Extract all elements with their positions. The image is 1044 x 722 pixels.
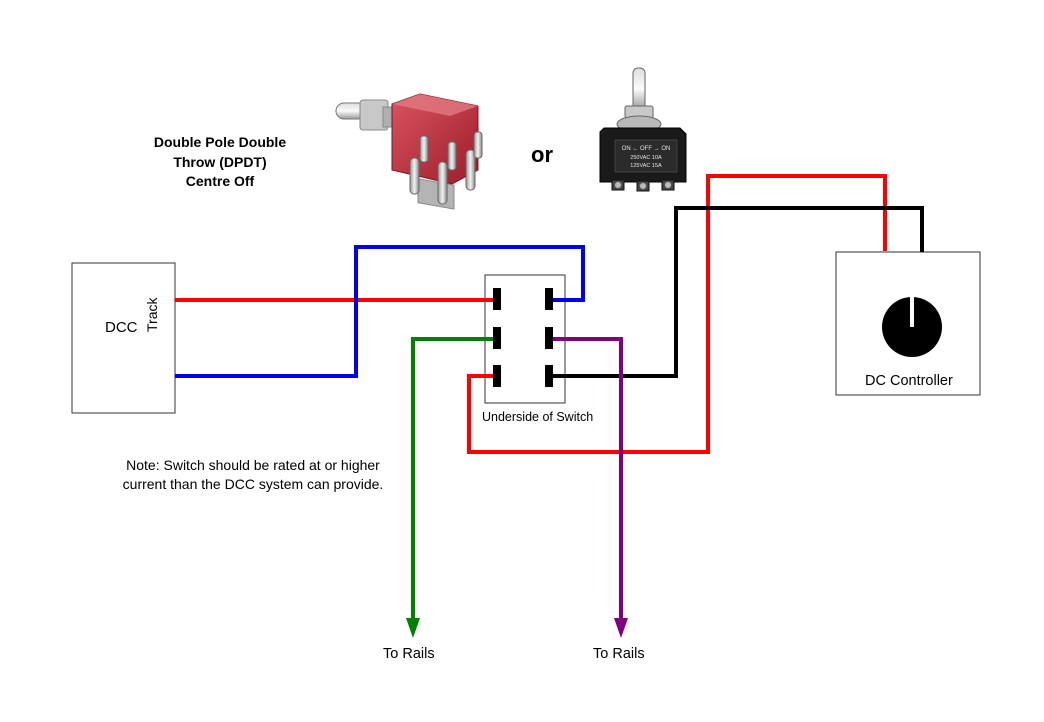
arrow-purple-output: [614, 618, 628, 638]
dc-controller-label: DC Controller: [865, 373, 953, 389]
switch-pin-middle-right: [545, 327, 553, 349]
switch-pin-middle-left: [493, 327, 501, 349]
mini-toggle-pins: [409, 131, 483, 205]
switch-pin-top-left: [493, 288, 501, 310]
to-rails-right-label: To Rails: [593, 646, 645, 662]
rating-note: Note: Switch should be rated at or highe…: [122, 457, 384, 492]
dcc-label: DCC: [105, 319, 138, 336]
switch-underside-label: Underside of Switch: [482, 410, 594, 424]
heavy-toggle-lever: [616, 67, 662, 133]
switch-type-title-line-3: Centre Off: [185, 173, 255, 189]
switch-type-title-line-1: Double Pole Double: [153, 134, 287, 150]
wire-black-dc-controller: [549, 206, 924, 378]
to-rails-left-label: To Rails: [383, 646, 435, 662]
dcc-box: [71, 262, 176, 414]
or-label: or: [531, 142, 553, 167]
heavy-toggle-switch-illustration: ON ← OFF → ON 250VAC 10A 125VAC 15A: [599, 67, 687, 192]
wire-blue-dcc: [175, 245, 585, 378]
controller-knob-icon: [882, 297, 942, 357]
switch-pin-bottom-left: [493, 365, 501, 387]
track-label: Track: [144, 297, 160, 332]
switch-pins: [493, 288, 553, 387]
switch-type-title-line-2: Throw (DPDT): [173, 153, 267, 170]
switch-pin-bottom-right: [545, 365, 553, 387]
heavy-toggle-plate-text-1: ON ← OFF → ON: [622, 146, 671, 152]
arrow-green-output: [406, 618, 420, 638]
mini-toggle-body: [391, 93, 479, 210]
heavy-toggle-terminals: [611, 179, 675, 192]
wire-purple-output: [549, 337, 623, 620]
mini-toggle-switch-illustration: [335, 93, 483, 210]
heavy-toggle-plate-text-3: 125VAC 15A: [630, 163, 662, 169]
wire-green-output: [411, 337, 497, 620]
switch-type-title: Double Pole Double Throw (DPDT) Centre O…: [120, 133, 320, 192]
heavy-toggle-plate: [614, 139, 678, 173]
switch-pin-top-right: [545, 288, 553, 310]
wire-red-dc-controller: [467, 174, 887, 454]
mini-toggle-lever: [335, 99, 398, 131]
heavy-toggle-plate-text-2: 250VAC 10A: [630, 155, 662, 161]
